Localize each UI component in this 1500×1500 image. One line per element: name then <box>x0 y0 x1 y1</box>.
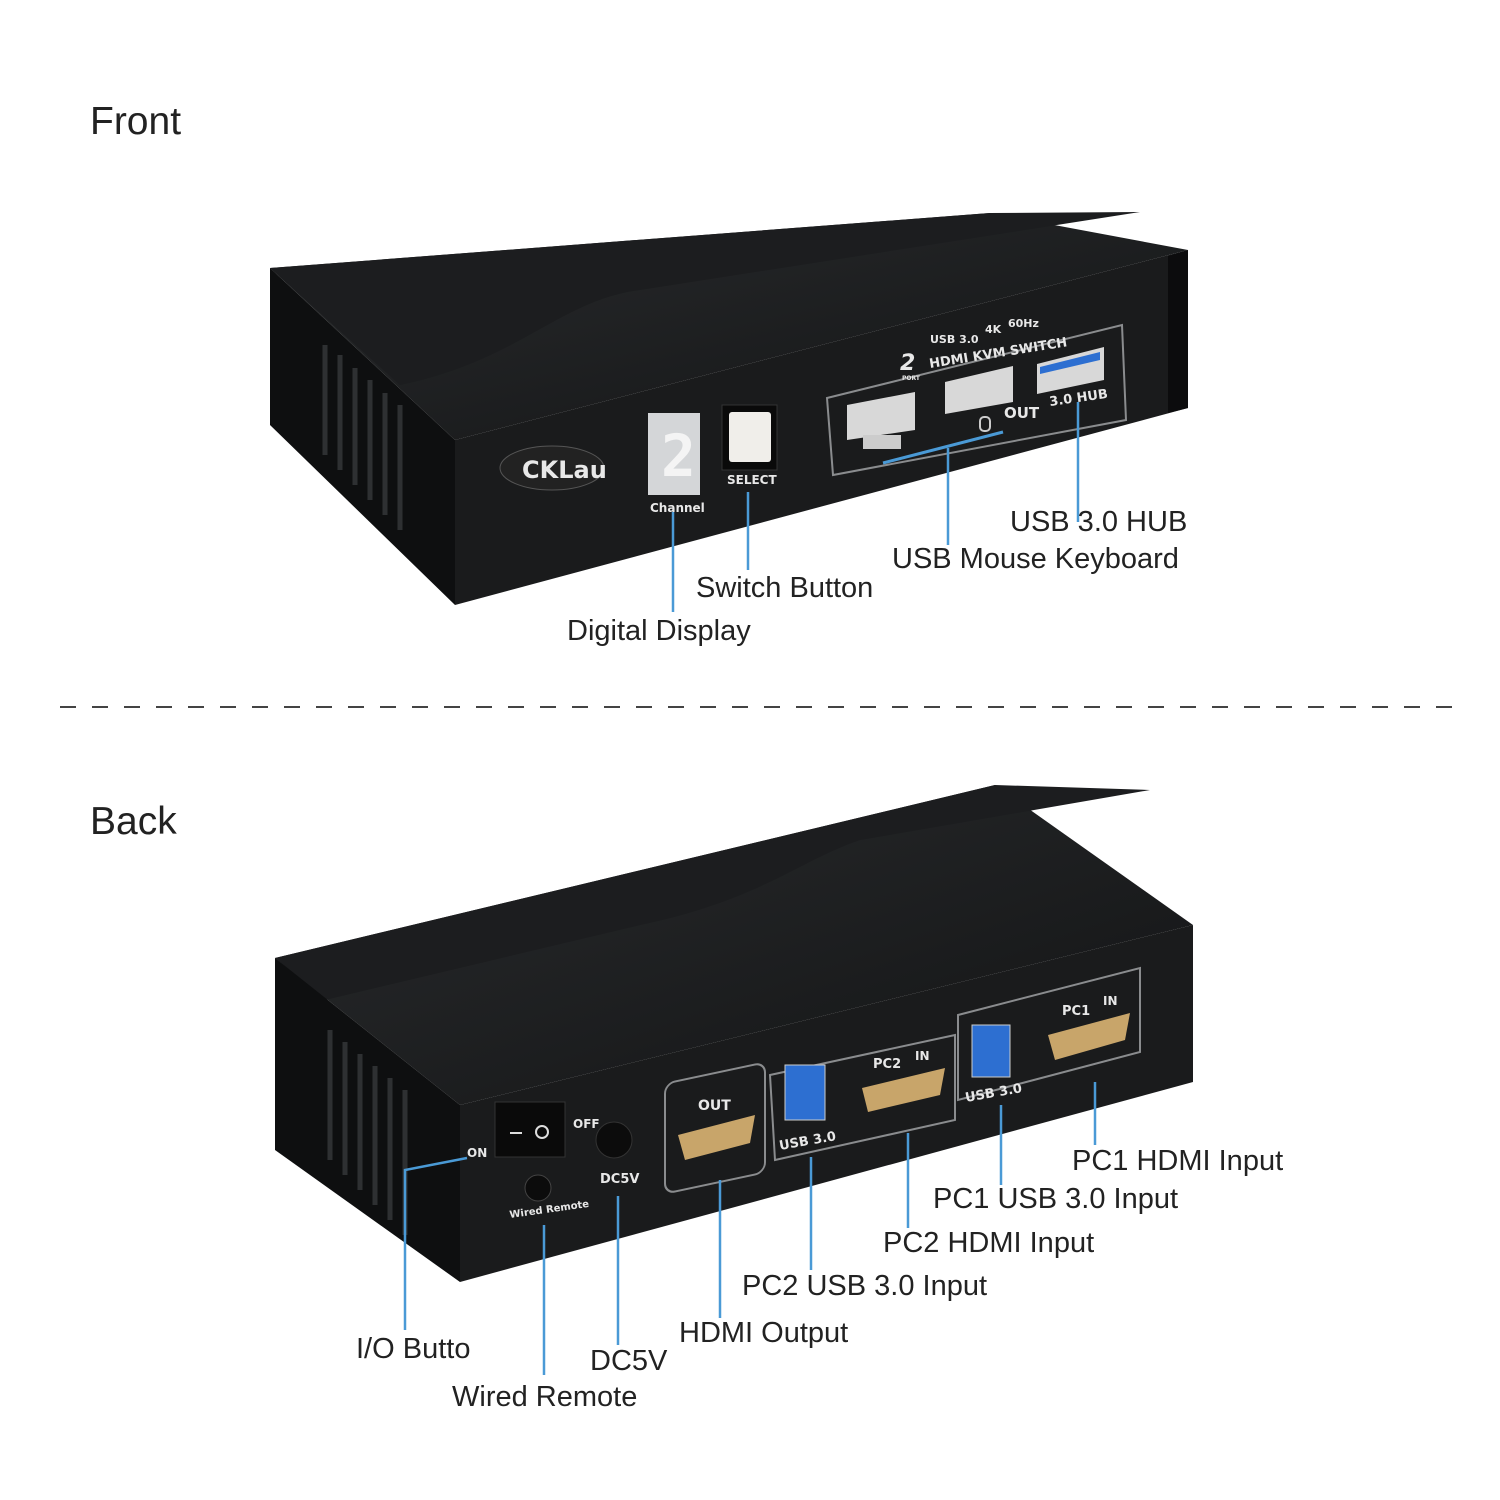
model-prefix: 2 <box>900 351 915 376</box>
display-digit: 2 <box>661 422 696 490</box>
callout-wired-remote: Wired Remote <box>452 1381 637 1413</box>
back-face <box>460 925 1193 1282</box>
model-badge-60hz: 60Hz <box>1008 317 1039 330</box>
brand-logo-text: CKLau <box>522 456 607 484</box>
usb-keyboard-port[interactable] <box>847 392 915 440</box>
off-label: OFF <box>573 1117 600 1131</box>
wired-remote-jack[interactable] <box>524 1174 552 1202</box>
usb-mouse-port[interactable] <box>945 366 1013 414</box>
pc1-usb-port[interactable] <box>971 1024 1011 1078</box>
back-callouts: PC1 HDMI Input PC1 USB 3.0 Input PC2 HDM… <box>356 1082 1283 1413</box>
back-heading: Back <box>90 800 177 843</box>
back-top-surface <box>275 785 1193 1105</box>
front-callouts: USB 3.0 HUB USB Mouse Keyboard Switch Bu… <box>567 402 1187 647</box>
hdmi-output-port[interactable] <box>678 1115 755 1160</box>
front-device: CKLau 2 Channel SELECT USB 3.0 4K 60Hz 2… <box>270 212 1188 605</box>
callout-switch-button: Switch Button <box>696 572 873 604</box>
callout-pc1-hdmi: PC1 HDMI Input <box>1072 1145 1283 1177</box>
callout-usb-mouse-keyboard: USB Mouse Keyboard <box>892 543 1179 575</box>
front-face <box>455 250 1188 605</box>
pc2-hdmi-port[interactable] <box>862 1068 945 1112</box>
callout-digital-display: Digital Display <box>567 615 751 647</box>
port-panel-outline <box>825 323 1128 477</box>
callout-pc2-hdmi: PC2 HDMI Input <box>883 1227 1094 1259</box>
pc2-badge: PC2 <box>873 1057 901 1072</box>
pc1-in-label: IN <box>1103 994 1118 1008</box>
on-label: ON <box>467 1146 487 1160</box>
pc2-in-label: IN <box>915 1049 930 1063</box>
callout-io-button: I/O Butto <box>356 1333 470 1365</box>
power-switch[interactable] <box>494 1101 566 1158</box>
select-label: SELECT <box>727 473 777 487</box>
pc1-hdmi-port[interactable] <box>1048 1013 1130 1060</box>
model-port: PORT <box>902 375 921 382</box>
front-heading: Front <box>90 100 181 143</box>
vents <box>322 345 403 530</box>
digital-display <box>648 413 700 495</box>
dc-label: DC5V <box>600 1172 639 1187</box>
callout-pc2-usb: PC2 USB 3.0 Input <box>742 1270 987 1302</box>
model-badge-4k: 4K <box>985 323 1002 336</box>
out-label: OUT <box>1004 404 1040 422</box>
display-caption: Channel <box>650 501 705 515</box>
mouse-icon <box>979 416 991 432</box>
keyboard-icon <box>863 435 901 449</box>
back-device: ON OFF DC5V Wired Remote OUT USB 3.0 PC2… <box>275 785 1193 1282</box>
select-button[interactable] <box>729 412 771 462</box>
dc-jack[interactable] <box>595 1121 633 1159</box>
callout-dc5v: DC5V <box>590 1345 668 1377</box>
callout-hdmi-output: HDMI Output <box>679 1317 848 1349</box>
callout-pc1-usb: PC1 USB 3.0 Input <box>933 1183 1178 1215</box>
brand-logo <box>499 445 605 491</box>
model-badge-usb: USB 3.0 <box>930 333 979 346</box>
front-side-face <box>270 268 455 605</box>
pc1-badge: PC1 <box>1062 1004 1090 1019</box>
back-side-face <box>275 958 460 1282</box>
hdmi-out-label: OUT <box>698 1098 731 1114</box>
callout-usb-hub: USB 3.0 HUB <box>1010 506 1187 538</box>
pc2-usb-port[interactable] <box>784 1064 826 1121</box>
